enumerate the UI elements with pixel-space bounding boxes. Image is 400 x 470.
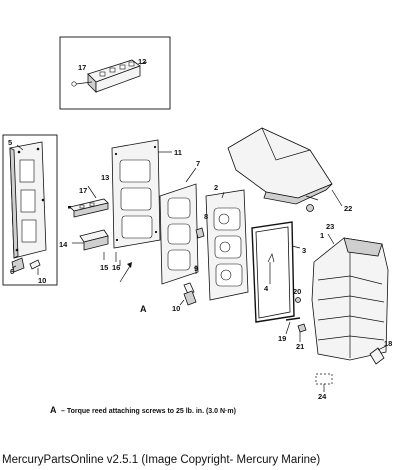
callout-4: 4 xyxy=(264,284,269,293)
callout-12: 12 xyxy=(138,57,146,66)
callout-17-inset: 17 xyxy=(78,63,86,72)
callout-18: 18 xyxy=(384,339,392,348)
intake-silencer-cover xyxy=(227,127,343,212)
hardware-19-20-21 xyxy=(285,297,307,342)
note-text: – Torque reed attaching screws to 25 lb.… xyxy=(61,408,236,415)
callout-9: 9 xyxy=(194,264,198,273)
callout-3: 3 xyxy=(302,246,306,255)
callout-a-reference: A xyxy=(140,304,147,314)
callout-16: 16 xyxy=(112,263,120,272)
screw-10-center xyxy=(179,290,197,306)
callout-11: 11 xyxy=(174,148,182,157)
callout-15: 15 xyxy=(100,263,108,272)
inset-box-reed-assembly xyxy=(2,134,58,286)
filter-element-dashed xyxy=(315,373,333,392)
callout-10-left: 10 xyxy=(38,276,46,285)
reed-plate-gasket xyxy=(111,139,172,249)
footer-copyright: MercuryPartsOnline v2.5.1 (Image Copyrig… xyxy=(2,454,321,466)
callout-7: 7 xyxy=(196,159,200,168)
note-letter: A xyxy=(50,405,57,415)
intake-gasket xyxy=(251,221,301,323)
reed-block-assembly xyxy=(68,185,132,283)
callout-5: 5 xyxy=(8,138,12,147)
reed-housing xyxy=(159,167,205,295)
callout-21: 21 xyxy=(296,342,304,351)
callout-8: 8 xyxy=(204,212,208,221)
callout-6: 6 xyxy=(10,267,14,276)
callout-10-center: 10 xyxy=(172,304,180,313)
callout-17: 17 xyxy=(79,186,87,195)
callout-20: 20 xyxy=(293,287,301,296)
inset-box-reed-block xyxy=(59,36,171,110)
callout-24: 24 xyxy=(318,392,327,401)
intake-cover-plate xyxy=(205,189,249,301)
callout-13: 13 xyxy=(101,173,109,182)
callout-2: 2 xyxy=(214,183,218,192)
callout-23: 23 xyxy=(326,222,334,231)
callout-14: 14 xyxy=(59,240,68,249)
callout-19: 19 xyxy=(278,334,286,343)
callout-22: 22 xyxy=(344,204,352,213)
callout-1: 1 xyxy=(320,231,324,240)
air-box-housing xyxy=(311,233,389,365)
exploded-parts-diagram: 12 17 5 11 7 13 17 2 22 8 23 1 14 3 6 15… xyxy=(2,36,392,415)
